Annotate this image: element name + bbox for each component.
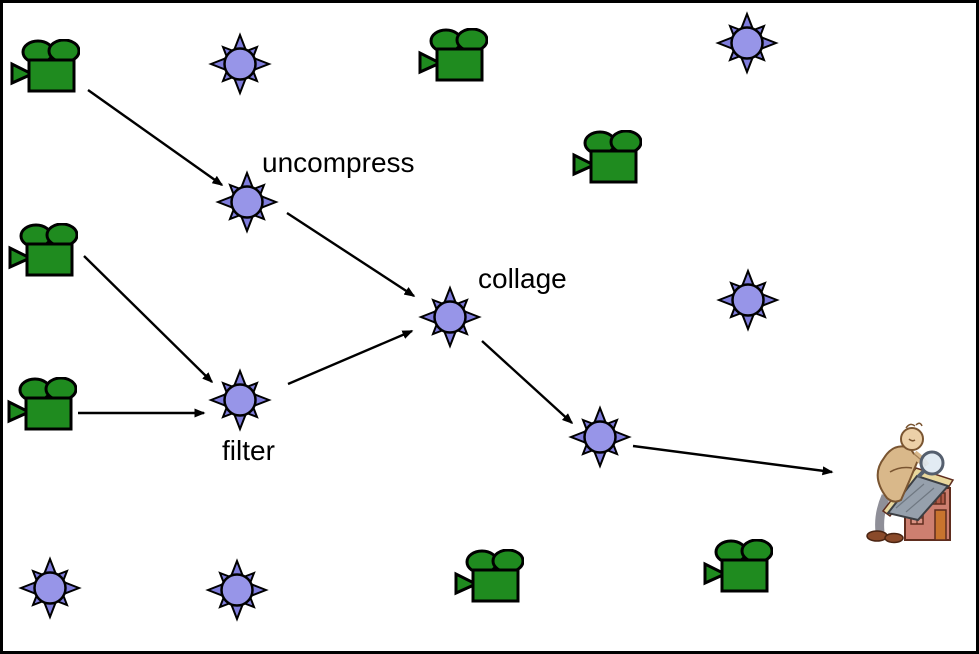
process-node-icon-idle bbox=[209, 33, 271, 95]
process-node-icon-filter bbox=[209, 369, 271, 431]
flow-arrow bbox=[287, 329, 414, 386]
process-node-icon-idle bbox=[19, 557, 81, 619]
video-camera-icon bbox=[572, 130, 642, 184]
home-viewer-icon bbox=[867, 423, 953, 542]
node-label: filter bbox=[222, 435, 275, 466]
flow-arrow bbox=[83, 255, 214, 384]
video-camera-icon bbox=[7, 377, 77, 431]
video-camera-icon bbox=[8, 223, 78, 277]
diagram-layer: uncompress collage filter bbox=[7, 12, 953, 621]
flow-arrow bbox=[632, 444, 834, 476]
flow-arrow bbox=[87, 89, 224, 186]
process-node-icon-idle bbox=[206, 559, 268, 621]
diagram-canvas: uncompress collage filter bbox=[7, 12, 976, 621]
process-node-icon-relay bbox=[569, 406, 631, 468]
node-label: uncompress bbox=[262, 147, 415, 178]
video-camera-icon bbox=[703, 539, 773, 593]
process-node-icon-idle bbox=[716, 12, 778, 74]
node-label: collage bbox=[478, 263, 567, 294]
process-node-icon-collage bbox=[419, 286, 481, 348]
flow-arrow bbox=[481, 340, 574, 425]
process-node-icon-idle bbox=[717, 269, 779, 331]
process-node-icon-uncompress bbox=[216, 171, 278, 233]
video-camera-icon bbox=[454, 549, 524, 603]
flow-arrow bbox=[286, 211, 416, 298]
video-camera-icon bbox=[418, 28, 488, 82]
video-camera-icon bbox=[10, 39, 80, 93]
